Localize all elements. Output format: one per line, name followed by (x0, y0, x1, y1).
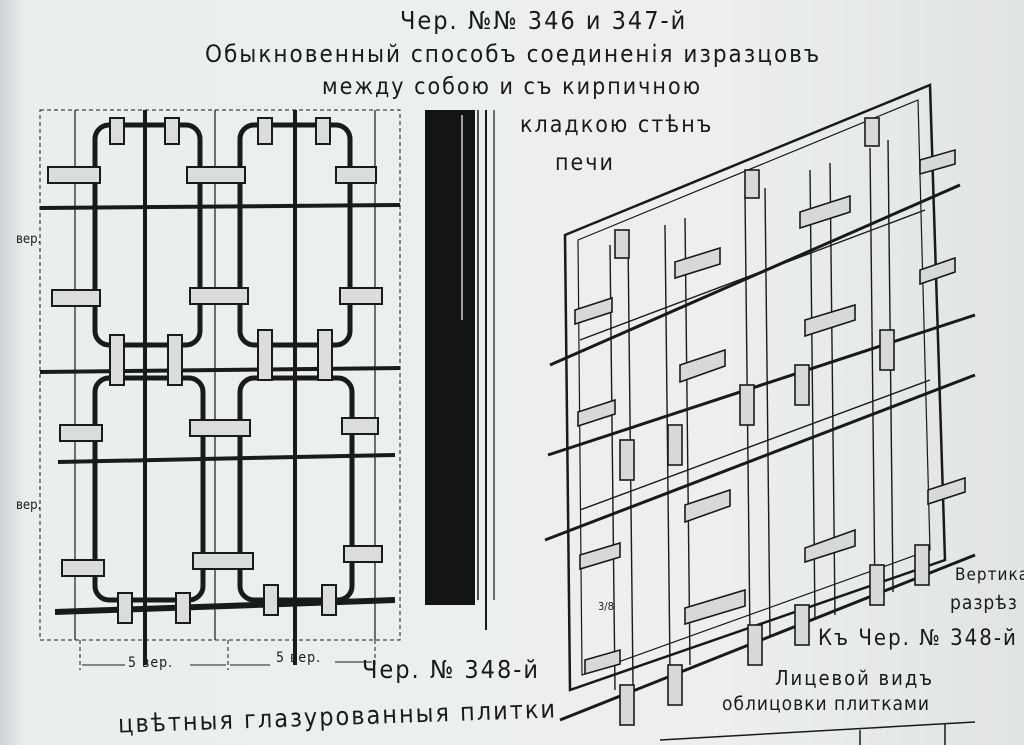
view-caption: облицовки плитками (722, 693, 931, 715)
view-caption: Лицевой видъ (775, 666, 935, 690)
isometric-view-drawing (544, 83, 976, 726)
side-label: вер. (16, 232, 42, 247)
title-line-4: кладкою стѣнъ (520, 112, 714, 138)
section-view-drawing (425, 110, 495, 630)
fraction-label: 3/8 (598, 600, 614, 613)
table-fragment (659, 721, 976, 745)
side-text: Вертика (955, 565, 1024, 585)
dimension-label: 5 вер. (128, 655, 174, 671)
title-drawing-numbers: Чер. №№ 346 и 347-й (400, 6, 688, 35)
dimension-label: 5 вер. (276, 650, 322, 666)
drawing-caption: Чер. № 348-й (362, 655, 541, 684)
title-main: Обыкновенный способъ соединенія изразцов… (205, 40, 822, 68)
front-view-drawing (39, 109, 401, 670)
side-text: разрѣз (950, 592, 1018, 614)
drawing-reference: Къ Чер. № 348-й (818, 626, 1018, 651)
side-label: вер. (16, 498, 42, 513)
title-line-3: между собою и съ кирпичною (322, 74, 703, 100)
title-line-5: печи (555, 150, 615, 176)
